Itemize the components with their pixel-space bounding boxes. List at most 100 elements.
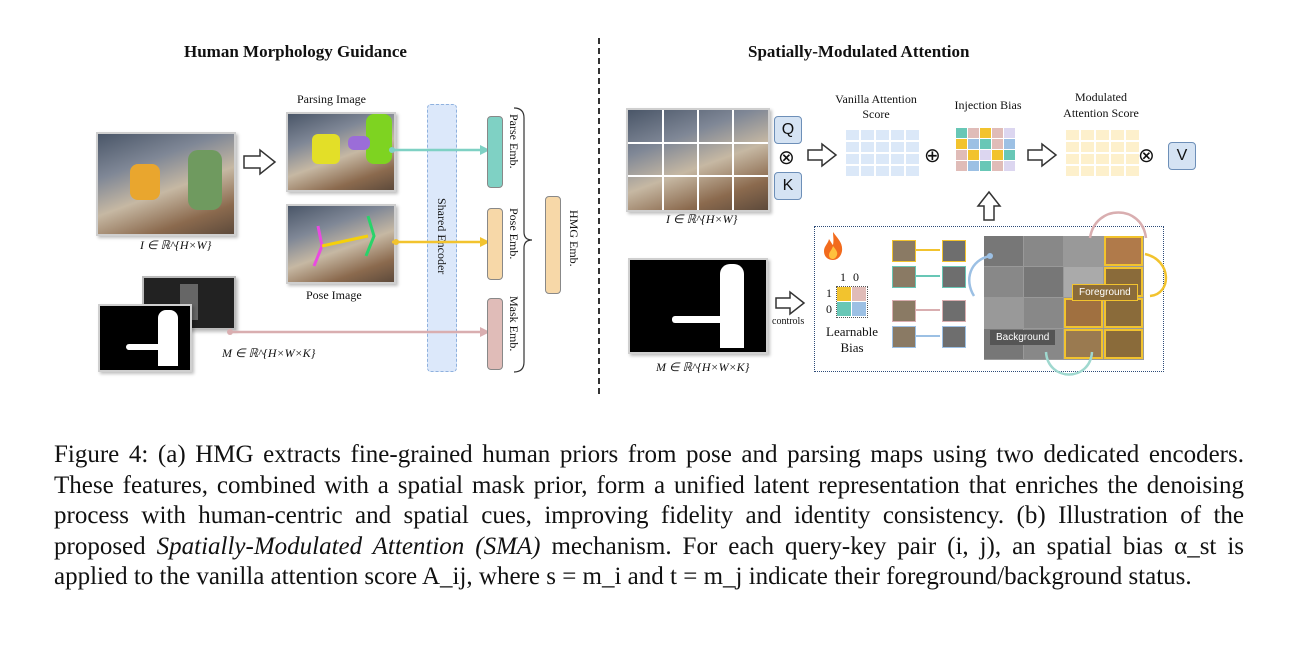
grid-cell [861, 130, 874, 140]
grid-cell [861, 166, 874, 176]
grid-cell [1126, 166, 1139, 176]
grid-cell [1126, 130, 1139, 140]
vanilla-label-1: Vanilla Attention [835, 92, 917, 106]
pair-arrow [916, 335, 940, 337]
grid-cell [1004, 139, 1015, 149]
right-arrow-icon [243, 148, 277, 176]
fire-icon [824, 232, 843, 260]
mask-image [98, 304, 192, 372]
grid-cell [846, 154, 859, 164]
patch-cell [1024, 236, 1063, 266]
mask-label: M ∈ ℝ^{H×W×K} [222, 346, 316, 360]
right-arrow-icon [775, 290, 806, 316]
otimes-icon: ⊗ [778, 147, 795, 169]
up-arrow-icon [976, 190, 1002, 221]
bias-row-1: 1 [826, 286, 832, 300]
pair-arrow [916, 275, 940, 277]
parse-emb-label: Parse Emb. [507, 114, 521, 169]
grid-cell [980, 150, 991, 160]
grid-cell [968, 139, 979, 149]
right-arrow-icon [1027, 142, 1058, 168]
patch-cell [1024, 267, 1063, 297]
grid-cell [1111, 166, 1124, 176]
query-patch [892, 300, 916, 322]
q-box: Q [774, 116, 802, 144]
grid-cell [1111, 154, 1124, 164]
input-image-label: I ∈ ℝ^{H×W} [140, 238, 212, 252]
grid-cell [906, 142, 919, 152]
grid-cell [876, 142, 889, 152]
grid-cell [1096, 166, 1109, 176]
left-connectors [227, 107, 533, 373]
patch-cell [1104, 329, 1143, 359]
grid-cell [906, 130, 919, 140]
grid-cell [956, 161, 967, 171]
caption-part-1: Figure 4: (a) HMG extracts fine-grained … [54, 441, 1244, 560]
grid-cell [1126, 154, 1139, 164]
grid-cell [1066, 142, 1079, 152]
grid-cell [1096, 154, 1109, 164]
parsing-image-label: Parsing Image [297, 92, 366, 106]
figure-caption: Figure 4: (a) HMG extracts fine-grained … [54, 440, 1244, 593]
mask-image-right [628, 258, 768, 354]
query-patch [892, 266, 916, 288]
grid-cell [1081, 142, 1094, 152]
patch-cell [1064, 329, 1103, 359]
panel-divider [598, 38, 600, 394]
figure: Human Morphology Guidance I ∈ ℝ^{H×W} Pa… [96, 38, 1196, 394]
hmg-emb-label: HMG Emb. [567, 210, 581, 267]
patch-cell [1104, 236, 1143, 266]
grid-cell [1066, 130, 1079, 140]
grid-cell [846, 142, 859, 152]
grid-cell [1111, 142, 1124, 152]
shared-encoder-label: Shared Encoder [435, 198, 449, 275]
patch-cell [1104, 298, 1143, 328]
grid-cell [876, 130, 889, 140]
pair-arrow [916, 309, 940, 311]
modulated-label-2: Attention Score [1063, 106, 1139, 120]
key-patch [942, 240, 966, 262]
grid-cell [1111, 130, 1124, 140]
bias-col-1: 1 [840, 270, 846, 284]
shared-encoder [427, 104, 457, 372]
grid-cell [968, 128, 979, 138]
grid-cell [891, 130, 904, 140]
grid-cell [906, 166, 919, 176]
grid-cell [906, 154, 919, 164]
learnable-bias-matrix [836, 286, 868, 318]
grid-cell [861, 154, 874, 164]
learnable-label-1: Learnable [826, 324, 878, 339]
grid-cell [1081, 166, 1094, 176]
mask-emb-bar [487, 298, 503, 370]
grid-cell [992, 139, 1003, 149]
grid-cell [980, 161, 991, 171]
grid-cell [876, 154, 889, 164]
grid-cell [980, 128, 991, 138]
grid-cell [1126, 142, 1139, 152]
grid-cell [1004, 161, 1015, 171]
patch-cell [984, 236, 1023, 266]
right-arrow-icon [807, 142, 838, 168]
grid-cell [1096, 130, 1109, 140]
grid-cell [1004, 128, 1015, 138]
grid-cell [846, 166, 859, 176]
bias-detail-box [814, 226, 1164, 372]
patch-cell [1064, 236, 1103, 266]
grid-cell [992, 128, 1003, 138]
key-patch [942, 300, 966, 322]
injection-label: Injection Bias [954, 98, 1022, 112]
injection-bias-grid [956, 128, 1015, 171]
curved-arrows [968, 211, 1168, 376]
patch-cell [984, 267, 1023, 297]
left-panel-title: Human Morphology Guidance [184, 42, 407, 61]
pair-arrow [916, 249, 940, 251]
bias-row-0: 0 [826, 302, 832, 316]
grid-cell [846, 130, 859, 140]
key-patch [942, 326, 966, 348]
patch-cell [1064, 298, 1103, 328]
mask-right-label: M ∈ ℝ^{H×W×K} [656, 360, 750, 374]
parse-emb-bar [487, 116, 503, 188]
right-panel-title: Spatially-Modulated Attention [748, 42, 970, 61]
grid-cell [1081, 154, 1094, 164]
foreground-tag: Foreground [1072, 284, 1138, 301]
